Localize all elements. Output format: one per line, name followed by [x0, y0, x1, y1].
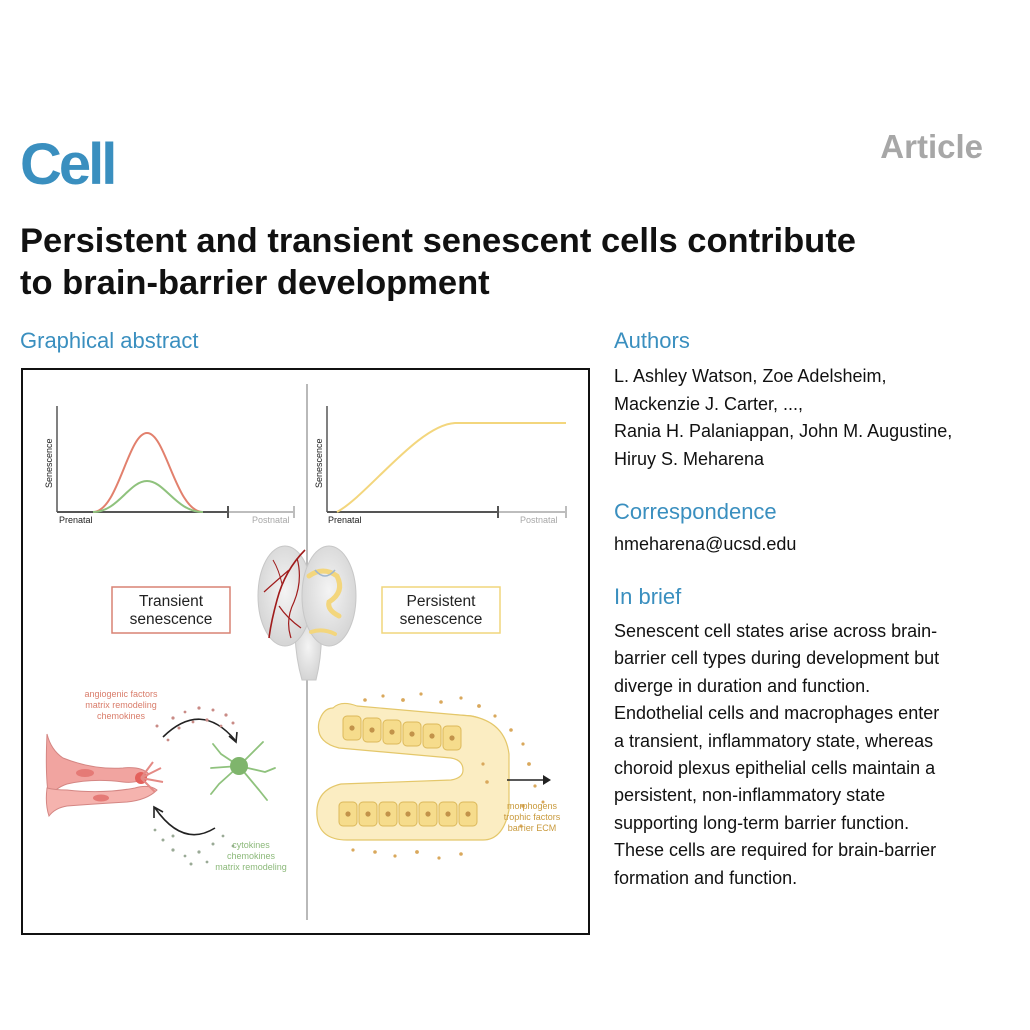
- right-plot-ylabel: Senescence: [314, 438, 324, 488]
- choroid-plexus: [306, 568, 343, 619]
- title-line: to brain-barrier development: [20, 264, 490, 302]
- transient-label-line: senescence: [130, 611, 213, 628]
- in-brief-line: barrier cell types during development bu…: [614, 648, 940, 669]
- brain-vessel: [272, 559, 283, 585]
- macrophage-body: [230, 757, 248, 775]
- journal-logo: Cell: [20, 132, 117, 197]
- signal-arrow-bottom: [154, 807, 216, 836]
- author-line: Mackenzie J. Carter, ...,: [614, 393, 804, 414]
- transient-label-line: Transient: [139, 593, 204, 610]
- paper-title: Persistent and transient senescent cells…: [20, 220, 1010, 304]
- ventricle-outline: [314, 569, 336, 577]
- signal-arrow-bottom-head: [153, 805, 164, 818]
- in-brief-line: Senescent cell states arise across brain…: [614, 621, 938, 641]
- in-brief-line: persistent, non-inflammatory state: [614, 785, 886, 806]
- persistent-label-line: senescence: [400, 611, 483, 628]
- right-plot-x-start: Prenatal: [328, 515, 362, 525]
- bottom-factor-label: cytokines: [232, 840, 270, 850]
- in-brief-heading: In brief: [614, 584, 682, 609]
- in-brief-line: These cells are required for brain-barri…: [614, 840, 937, 861]
- persistent-label-line: Persistent: [407, 593, 477, 610]
- secreted-factor-dots: [351, 692, 545, 860]
- persistent-box-border: [381, 586, 501, 634]
- epithelial-nuclei: [345, 725, 471, 817]
- top-factor-label: angiogenic factors: [84, 689, 158, 699]
- signal-arrow-top-head: [228, 731, 238, 744]
- graphical-abstract-heading: Graphical abstract: [20, 328, 199, 353]
- macrophage: [210, 741, 276, 801]
- correspondence-email[interactable]: hmeharena@ucsd.edu: [614, 534, 797, 554]
- in-brief-line: formation and function.: [614, 867, 798, 888]
- author-line: Rania H. Palaniappan, John M. Augustine,: [614, 421, 953, 441]
- transient-curve-inner: [92, 479, 204, 513]
- secreted-factor-dots: [153, 828, 235, 866]
- in-brief-text: Senescent cell states arise across brain…: [614, 618, 1004, 892]
- brain-vessel: [263, 569, 290, 593]
- choroid-plexus-epithelium: morphogens trophic factors barrier ECM: [316, 692, 561, 860]
- choroid-plexus: [309, 628, 337, 636]
- in-brief-line: choroid plexus epithelial cells maintain…: [614, 758, 936, 779]
- in-brief-line: diverge in duration and function.: [614, 675, 871, 696]
- brain-vessel: [288, 557, 300, 639]
- secretion-arrow-head: [543, 775, 551, 785]
- graphical-abstract-figure: Senescence Prenatal Postnatal Senescence…: [21, 368, 590, 935]
- bottom-factor-label: chemokines: [227, 851, 276, 861]
- top-factor-label: matrix remodeling: [85, 700, 157, 710]
- right-plot-x-end: Postnatal: [520, 515, 558, 525]
- brain-vessel: [268, 549, 306, 639]
- transient-curve-outer: [92, 431, 204, 513]
- persistent-senescence-box: Persistent senescence: [381, 586, 501, 634]
- epithelial-cells: [338, 715, 478, 827]
- right-factor-label: barrier ECM: [508, 823, 557, 833]
- author-line: Hiruy S. Meharena: [614, 448, 765, 469]
- author-list: L. Ashley Watson, Zoe Adelsheim, Mackenz…: [614, 363, 1004, 473]
- author-line: L. Ashley Watson, Zoe Adelsheim,: [614, 366, 887, 386]
- in-brief-line: a transient, inflammatory state, whereas: [614, 730, 934, 751]
- left-plot-ylabel: Senescence: [44, 438, 54, 488]
- transient-senescence-box: Transient senescence: [111, 586, 231, 634]
- title-line: Persistent and transient senescent cells…: [20, 222, 856, 260]
- signal-arrow-top: [162, 718, 236, 741]
- endothelial-cells: [45, 733, 164, 818]
- persistent-curve: [336, 422, 566, 513]
- transient-box-border: [111, 586, 231, 634]
- right-factor-label: trophic factors: [504, 812, 561, 822]
- right-factor-label: morphogens: [507, 801, 558, 811]
- in-brief-line: supporting long-term barrier function.: [614, 812, 910, 833]
- left-senescence-plot: Senescence Prenatal Postnatal: [44, 406, 295, 525]
- cell-nucleus: [93, 794, 109, 802]
- article-type-label: Article: [880, 128, 983, 165]
- top-factor-label: chemokines: [97, 711, 146, 721]
- correspondence-heading: Correspondence: [614, 499, 777, 524]
- summary-column: Authors L. Ashley Watson, Zoe Adelsheim,…: [614, 328, 1004, 892]
- right-senescence-plot: Senescence Prenatal Postnatal: [314, 406, 567, 525]
- macrophage-process: [210, 741, 276, 801]
- left-plot-x-end: Postnatal: [252, 515, 290, 525]
- cell-nucleus: [76, 769, 94, 777]
- brain-illustration: [257, 545, 357, 681]
- authors-heading: Authors: [614, 328, 690, 353]
- graphical-abstract-svg: Senescence Prenatal Postnatal Senescence…: [44, 384, 567, 920]
- bottom-factor-label: matrix remodeling: [215, 862, 287, 872]
- secreted-factor-dots: [155, 706, 235, 742]
- in-brief-line: Endothelial cells and macrophages enter: [614, 703, 940, 724]
- left-plot-x-start: Prenatal: [59, 515, 93, 525]
- cell-process: [140, 761, 164, 793]
- transient-cells-illustration: angiogenic factors matrix remodeling che…: [45, 689, 287, 872]
